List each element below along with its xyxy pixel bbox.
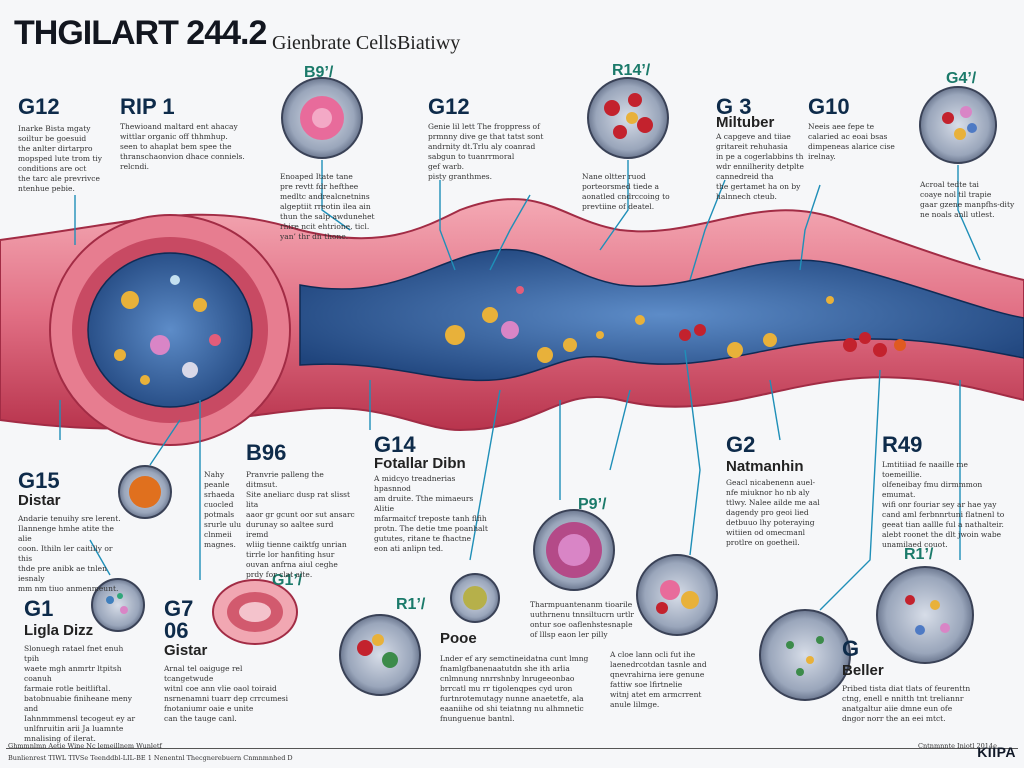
callout-lines (59, 160, 981, 611)
footer-right: Cntnmnnte Iniotl 2014e (918, 742, 997, 750)
label-g3: G 3 (716, 94, 752, 119)
note-g3: A capgeve and tiiae gritareit rehuhasia … (716, 132, 804, 201)
label-g7-b: 06 (164, 618, 189, 643)
inset-p9 (533, 509, 615, 591)
tag-r14: R14’/ (612, 62, 651, 79)
label-b96: B96 (246, 440, 287, 465)
page-title: THGILART 244.2 (14, 14, 267, 52)
label-g-right: G (842, 636, 860, 661)
cross-section-lumen (87, 252, 253, 408)
inset-g1 (91, 578, 145, 632)
inset-g7 (212, 579, 298, 645)
note-rip1: Thewioand maltard ent ahacay wittlar org… (120, 122, 245, 171)
inset-r14 (587, 77, 669, 159)
label-g12-mid: G12 (428, 94, 470, 119)
label-g15-sub: Distar (18, 492, 61, 509)
note-g15: Andarie tenuihy sre lerent. Ilannenge hm… (18, 514, 121, 593)
label-g10: G10 (808, 94, 850, 119)
inset-g-right (759, 609, 851, 701)
tag-p9: P9’/ (578, 496, 607, 513)
tag-r1-right: R1’/ (904, 546, 934, 563)
page-subtitle: Gienbrate CellsBiatiwy (272, 32, 461, 54)
label-g1: G1 (24, 596, 54, 621)
label-pooe: Pooe (440, 630, 477, 647)
footer-line-1: Ghmmnlmn Aetie Wine Nc lemeillnem Wunlet… (8, 742, 162, 750)
note-mid-lower: Enoaped Itate tane pre revtt fdr hefthee… (280, 172, 375, 241)
note-b96: Pranvrie palleng the ditmsut. Site aneli… (246, 470, 355, 579)
note-g12-left: Inarke Bista mgaty soiltur be goesuid th… (18, 124, 103, 193)
note-r49: Lmtitiiad fe naaille me toemeillie. olfe… (882, 460, 1005, 549)
note-g10: Neeis aee fepe te calaried ac eoai bsas … (808, 122, 895, 161)
label-g15: G15 (18, 468, 60, 493)
note-beller: Pribed tista diat tlats of feurenttn ctn… (842, 684, 971, 723)
label-rip1: RIP 1 (120, 94, 175, 119)
label-g2-sub: Natmanhin (726, 458, 804, 475)
inset-g4 (919, 86, 997, 164)
note-p9-left: Tharmpuantenanm tioarile uuthrnenu tnnsi… (530, 600, 634, 639)
note-g14: A midcyo treadnerias hpasnnod am druite.… (374, 474, 488, 553)
inset-b9 (281, 77, 363, 159)
tag-g1c: G1’/ (272, 572, 303, 589)
note-mid-upper: Genie lil lett The froppress of prmnny d… (428, 122, 544, 181)
lumen-cells (445, 286, 906, 363)
label-g3-sub: Miltuber (716, 114, 775, 131)
label-r49: R49 (882, 432, 923, 457)
tag-b9: B9’/ (304, 64, 334, 81)
note-g10-lower: Acroal tedte tai coaye nol til trapie ga… (920, 180, 1015, 219)
brand-logo: KIIPA (977, 744, 1016, 760)
label-g1-sub: Ligla Dizz (24, 622, 94, 639)
label-g7-sub: Gistar (164, 642, 208, 659)
footer-divider (6, 748, 1018, 749)
inset-bottom-mid (636, 554, 718, 636)
note-bottom-mid: A cloe lann ocli fut ihe laenedrcotdan t… (610, 650, 707, 709)
note-g2: Geacl nicabenenn auel- nfe miuknor ho nb… (726, 478, 820, 547)
tag-r1-left: R1’/ (396, 596, 426, 613)
inset-r1-left (339, 614, 421, 696)
note-g3-left: Nane oltter ruod porteorsmed tiede a aon… (582, 172, 670, 211)
label-g14-sub: Fotallar Dibn (374, 455, 466, 472)
note-pooe: Lnder ef ary semctineidatna cunt lmng fn… (440, 654, 589, 723)
label-g2: G2 (726, 432, 756, 457)
inset-r1-right (876, 566, 974, 664)
inset-g1c (450, 573, 500, 623)
tag-g4: G4’/ (946, 70, 977, 87)
label-g14: G14 (374, 432, 416, 457)
inset-g15 (118, 465, 172, 519)
footer-line-2: Bunlienrest TIWL TIVSe Teenddbl-LIL-BE 1… (8, 754, 293, 762)
note-g7: Arnal tel oaiguge rel tcangetwude witnl … (164, 664, 289, 723)
cross-section-cells (114, 275, 221, 385)
label-beller: Beller (842, 662, 884, 679)
vessel-lumen (299, 248, 1024, 382)
note-left-col: Nahy peanle srhaeda cuocled potmals srur… (204, 470, 242, 549)
label-g7: G7 (164, 596, 194, 621)
label-g12-left: G12 (18, 94, 60, 119)
note-g1: Slonuegh ratael fnet enuh tpih waete mgh… (24, 644, 136, 743)
